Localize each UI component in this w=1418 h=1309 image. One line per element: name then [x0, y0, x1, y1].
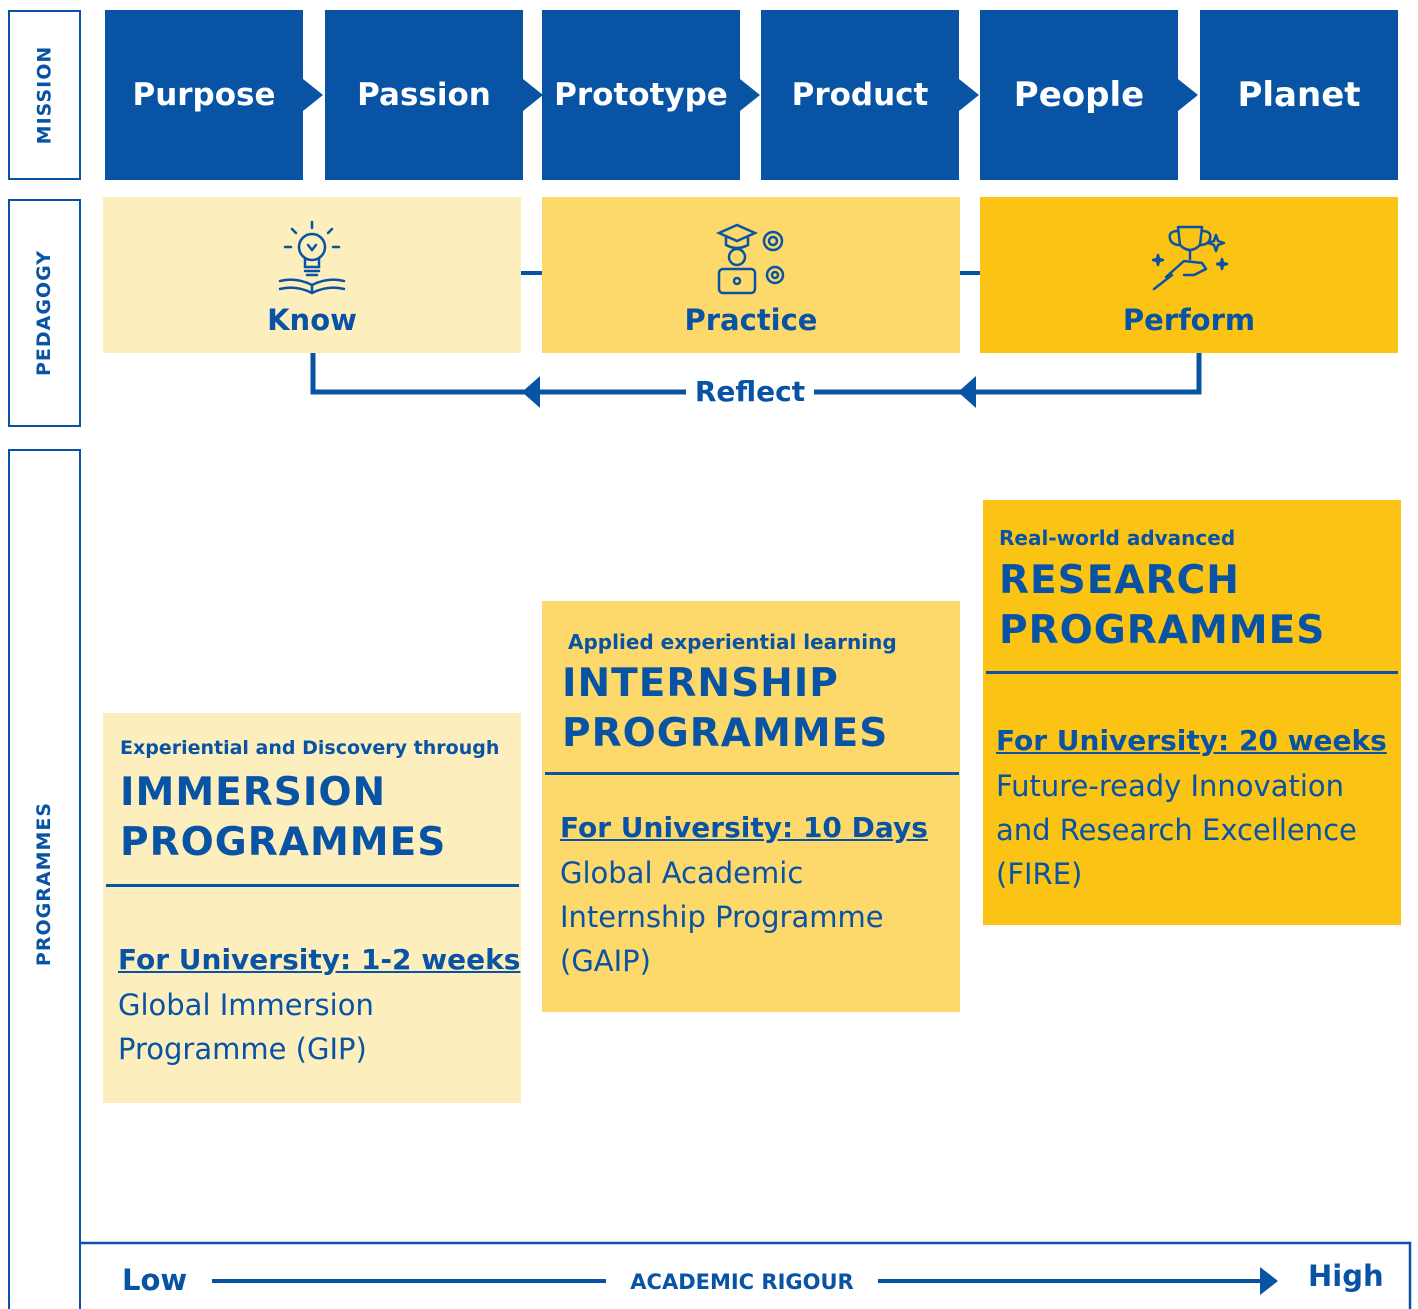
internship-subtitle: Applied experiential learning [568, 630, 897, 654]
immersion-desc-line2: Programme (GIP) [118, 1032, 367, 1066]
reflect-line-right [814, 353, 1202, 395]
internship-desc-line2: Internship Programme [560, 900, 884, 934]
research-title-line2: PROGRAMMES [999, 608, 1326, 653]
research-programme-card: Real-world advanced RESEARCH PROGRAMMES … [983, 500, 1401, 925]
mission-step-label: People [1013, 75, 1145, 115]
mission-side-label: MISSION [8, 10, 81, 180]
research-title-line1: RESEARCH [999, 558, 1240, 603]
chevron-right-icon [1178, 79, 1198, 111]
research-desc-line3: (FIRE) [996, 857, 1083, 891]
internship-title-line1: INTERNSHIP [562, 661, 839, 706]
programmes-side-label: PROGRAMMES [8, 449, 81, 1309]
chevron-right-icon [740, 79, 760, 111]
pedagogy-know: Know [103, 197, 521, 353]
internship-duration: For University: 10 Days [560, 811, 928, 844]
pedagogy-perform: Perform [980, 197, 1398, 353]
research-desc-line1: Future-ready Innovation [996, 769, 1345, 803]
research-subtitle: Real-world advanced [999, 526, 1236, 550]
pedagogy-side-label: PEDAGOGY [8, 199, 81, 427]
research-divider [986, 671, 1398, 674]
internship-desc-line3: (GAIP) [560, 944, 651, 978]
mission-step-purpose: Purpose [105, 10, 323, 180]
internship-title-line2: PROGRAMMES [562, 711, 889, 756]
axis-low-label: Low [122, 1263, 188, 1297]
programmes-label-text: PROGRAMMES [33, 801, 56, 967]
lightbulb-book-icon [278, 220, 346, 295]
mission-step-people: People [980, 10, 1198, 180]
mission-step-label: Prototype [554, 77, 728, 113]
internship-desc-line1: Global Academic [560, 856, 804, 890]
mission-step-passion: Passion [325, 10, 543, 180]
immersion-title-line2: PROGRAMMES [120, 820, 447, 865]
pedagogy-practice: Practice [542, 197, 960, 353]
research-desc-line2: and Research Excellence [996, 813, 1357, 847]
axis-high-label: High [1308, 1259, 1384, 1293]
mission-step-prototype: Prototype [542, 10, 760, 180]
reflect-arrow-right-icon [958, 376, 976, 408]
academic-rigour-axis-frame [81, 1241, 1412, 1309]
reflect-label: Reflect [694, 375, 806, 408]
mission-step-label: Product [791, 77, 929, 113]
mission-step-label: Planet [1237, 75, 1361, 115]
immersion-subtitle: Experiential and Discovery through [120, 737, 500, 759]
reflect-line-left [310, 353, 686, 395]
research-duration: For University: 20 weeks [996, 724, 1387, 757]
immersion-duration: For University: 1-2 weeks [118, 943, 521, 976]
chevron-right-icon [523, 79, 543, 111]
pedagogy-know-label: Know [267, 303, 357, 337]
immersion-divider [106, 884, 519, 887]
pedagogy-practice-label: Practice [684, 303, 818, 337]
pedagogy-connectors [310, 271, 1202, 408]
mission-step-label: Purpose [132, 77, 276, 113]
trophy-hand-icon [1151, 225, 1229, 291]
immersion-title-line1: IMMERSION [120, 770, 387, 815]
reflect-arrow-left-icon [522, 376, 540, 408]
mission-step-planet: Planet [1200, 10, 1398, 180]
immersion-desc-line1: Global Immersion [118, 988, 374, 1022]
internship-divider [545, 772, 959, 775]
pedagogy-perform-label: Perform [1122, 303, 1256, 337]
graduate-laptop-gears-icon [715, 223, 785, 295]
axis-title: ACADEMIC RIGOUR [630, 1270, 854, 1294]
internship-programme-card: Applied experiential learning INTERNSHIP… [542, 601, 960, 1012]
chevron-right-icon [303, 79, 323, 111]
mission-step-product: Product [761, 10, 979, 180]
chevron-right-icon [959, 79, 979, 111]
immersion-programme-card: Experiential and Discovery through IMMER… [103, 713, 521, 1103]
axis-arrow-right-icon [1260, 1267, 1278, 1295]
mission-step-label: Passion [357, 77, 491, 113]
